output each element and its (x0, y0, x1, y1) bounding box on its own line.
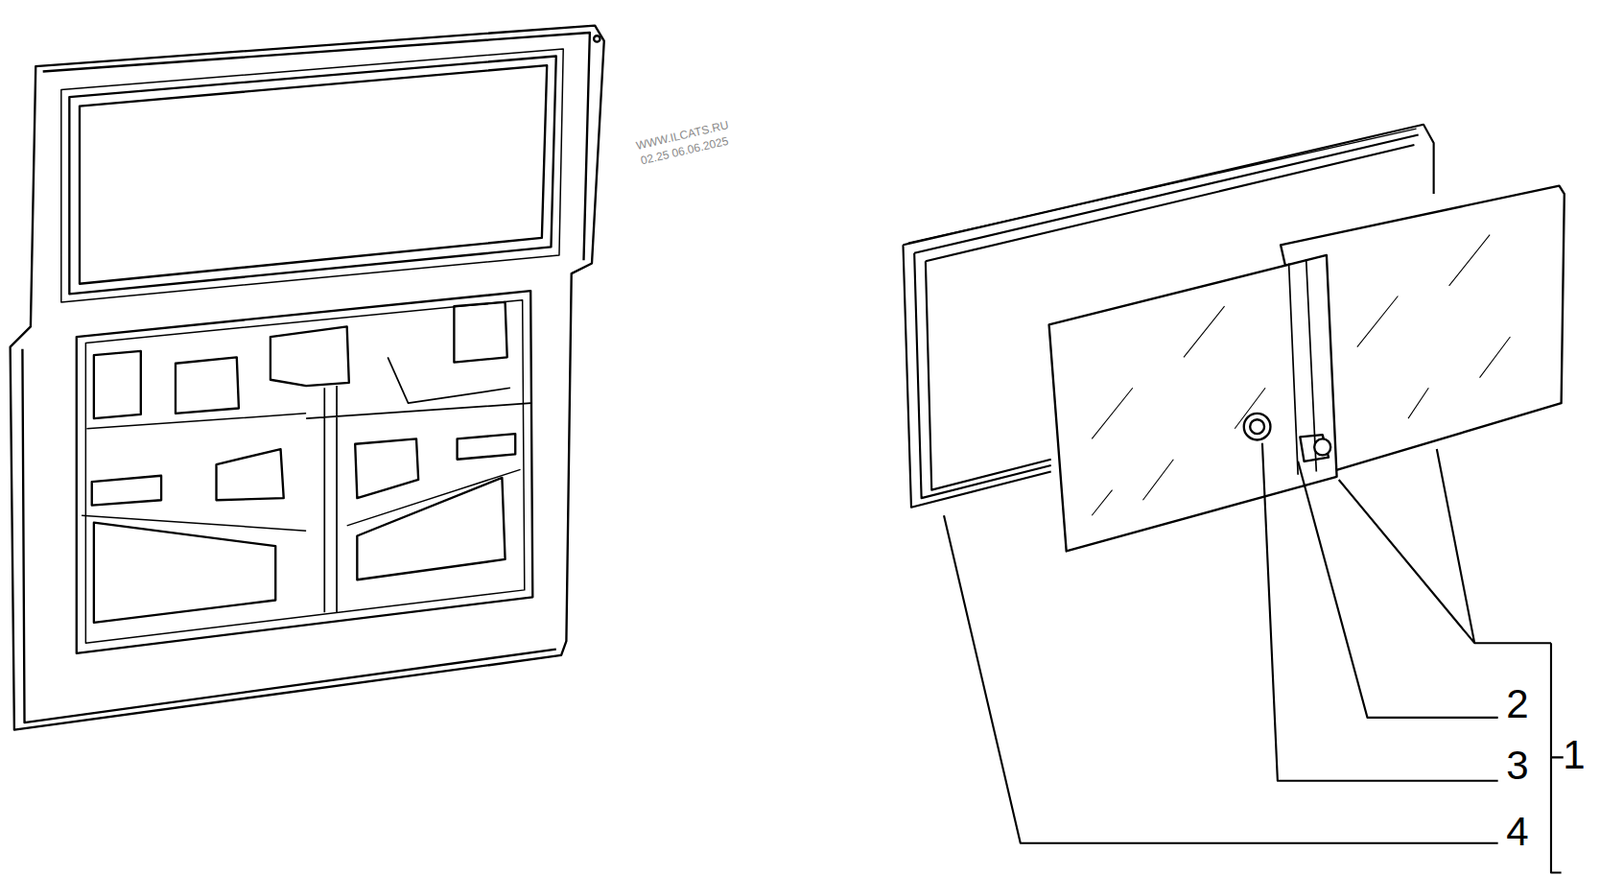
glass-streak (1091, 305, 1266, 516)
glass-ring-inner (1249, 419, 1265, 434)
panel-rib (81, 413, 520, 531)
panel-rib (305, 356, 531, 612)
panel-hole (356, 477, 505, 580)
callout-number: 2 (1505, 683, 1529, 725)
latch-knob (1314, 438, 1331, 455)
callout-number: 1 (1562, 734, 1585, 776)
panel-hole (270, 326, 350, 386)
panel-hole (216, 448, 284, 500)
panel-slot (92, 475, 162, 506)
callout-number: 3 (1505, 745, 1529, 786)
door-shell-edge (22, 32, 589, 723)
panel-slot (457, 433, 517, 460)
hinge-hole (593, 35, 600, 42)
seal-frame-lip (908, 128, 1417, 243)
leader-line (1339, 448, 1552, 643)
panel-hole (175, 356, 239, 414)
group-bracket (1551, 642, 1564, 872)
sliding-glass (1049, 255, 1338, 552)
leader-line (1262, 443, 1499, 781)
window-lip (61, 48, 564, 303)
window-opening-inner (79, 65, 547, 284)
glass-streak (1357, 235, 1511, 419)
window-opening (69, 56, 556, 295)
inner-panel-edge (85, 300, 524, 643)
panel-hole (453, 302, 507, 363)
panel-hole (94, 522, 276, 623)
glass-channel (1289, 258, 1318, 474)
leader-line (943, 515, 1499, 843)
panel-hole (354, 438, 419, 498)
leader-line (1297, 461, 1499, 718)
door-shell (10, 25, 605, 730)
callout-number: 4 (1505, 811, 1529, 852)
inner-panel (76, 290, 534, 654)
glass-ring (1244, 413, 1271, 441)
panel-hole (94, 351, 142, 419)
